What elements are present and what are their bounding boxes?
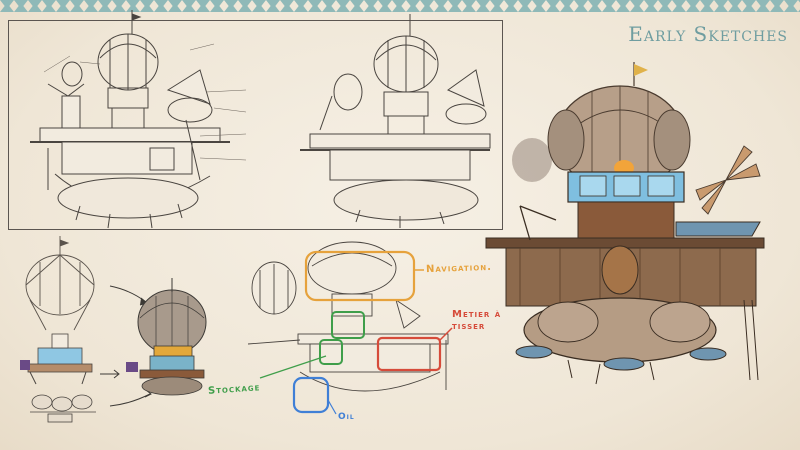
metier-leader [439, 327, 453, 341]
oil-label: Oil [338, 412, 355, 422]
sketch-blue-ship [20, 333, 93, 385]
oil-leader [327, 399, 337, 415]
bottom-zigzag-border [0, 0, 800, 12]
sketch-colored-ship-small [126, 278, 207, 396]
navigation-zone [304, 250, 416, 302]
stockage-leader [259, 355, 327, 379]
oil-zone [292, 376, 330, 414]
sketch-annotated-ship [247, 241, 449, 392]
sketch-ship-1 [30, 10, 230, 229]
navigation-label: Navigation. [425, 261, 493, 276]
sketch-wireframe-balloon [25, 236, 95, 331]
metier-label: Metier à tisser [452, 309, 502, 332]
stockage-zone-2 [319, 339, 343, 365]
sketch-pods [30, 394, 96, 423]
metier-zone [376, 336, 442, 372]
sketch-ship-2 [300, 14, 491, 228]
sketch-frame [8, 20, 503, 230]
page-title: Early Sketches [628, 22, 788, 46]
stockage-zone-1 [331, 311, 365, 339]
finished-airship [485, 62, 765, 385]
annotation-leaders [43, 43, 247, 161]
